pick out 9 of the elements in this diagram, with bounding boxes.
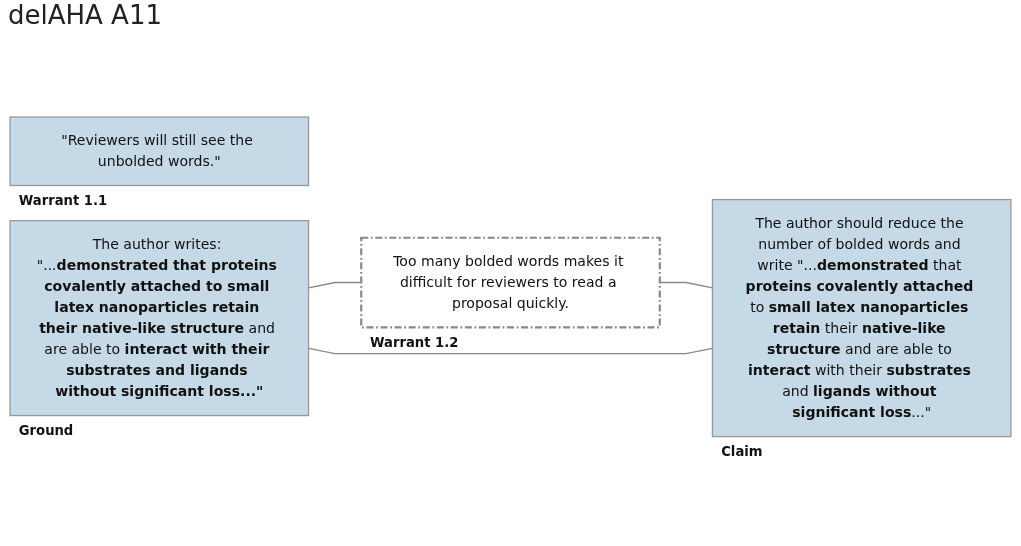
title: delAHA A11: [8, 0, 162, 30]
node-box: The author writes: "...demonstrated that proteins covalently attached to small latex nanoparticles retain their native-like structure and are able to interact with their substrates and ligands without significant loss...": [9, 220, 310, 417]
node-caption: Warrant 1.2: [370, 334, 459, 350]
node-box: "Reviewers will still see the unbolded words.": [9, 116, 310, 187]
node-caption: Warrant 1.1: [18, 193, 108, 209]
node-caption: Ground: [18, 423, 74, 439]
node-box: The author should reduce the number of bolded words and write "...demonstrated that proteins covalently attached to small latex nanoparticles retain their native-like structure and are able to interact with their substrates and ligands without significant loss...": [711, 199, 1012, 438]
node-caption: Claim: [721, 444, 763, 460]
node-box: Too many bolded words makes it difficult for reviewers to read a proposal quickly.: [360, 236, 661, 329]
